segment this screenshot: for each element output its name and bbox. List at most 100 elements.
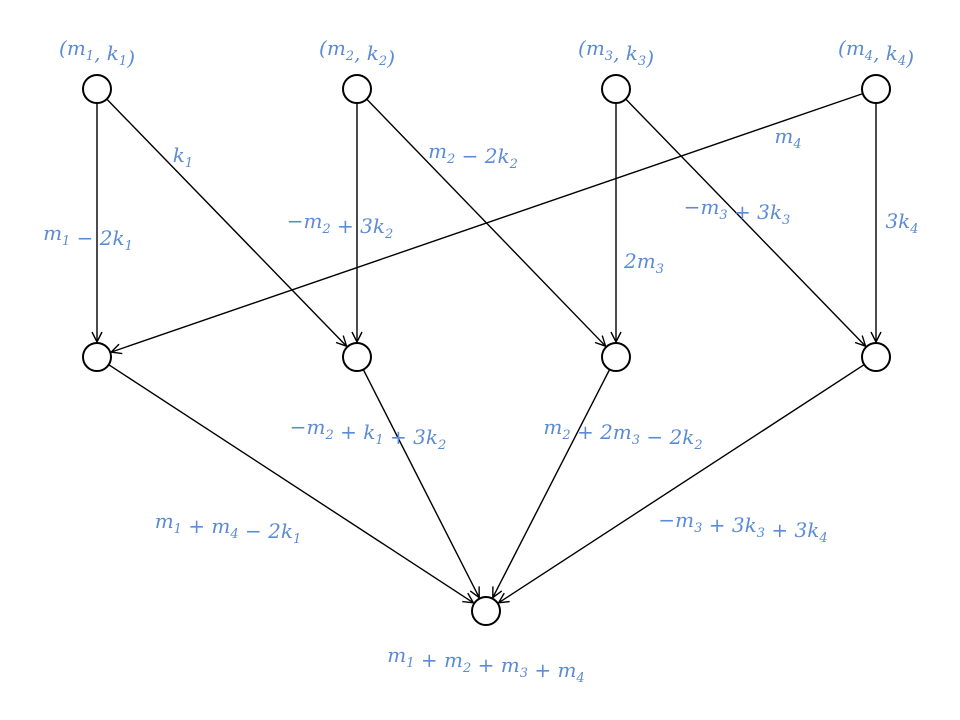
edge-label-s2-n3-term: − 2k <box>455 144 509 168</box>
edge-label-n3-t-term: + 2m <box>571 420 632 444</box>
edge-label-s3-n4-subscript: 3 <box>719 208 727 223</box>
source-label-subscript: 2 <box>378 54 387 69</box>
edge-label-n3-t: m2 + 2m3 − 2k2 <box>543 415 702 453</box>
edge-label-n2-t: −m2 + k1 + 3k2 <box>290 415 447 453</box>
source-label-subscript: 1 <box>86 49 94 64</box>
edge-label-n2-t-subscript: 2 <box>324 428 333 443</box>
sink-label-subscript: 4 <box>575 671 584 686</box>
edge-label-n1-t-subscript: 1 <box>174 522 182 537</box>
edge-label-s4-n1-subscript: 4 <box>792 137 801 152</box>
edge-label-s3-n3-subscript: 3 <box>656 262 664 277</box>
edge-label-s4-n4: 3k4 <box>885 209 918 237</box>
source-label-subscript: 4 <box>897 54 906 69</box>
edge-label-n1-t-term: + m <box>182 514 230 538</box>
edge-n3-t <box>493 369 611 598</box>
edge-label-n4-t-subscript: 3 <box>694 521 702 536</box>
sink-label-term: + m <box>528 658 576 682</box>
source-label-term: ( <box>838 36 847 60</box>
middle-node-n1 <box>82 342 112 372</box>
source-label-term: , k <box>354 41 379 65</box>
sink-label: m1 + m2 + m3 + m4 <box>387 643 584 686</box>
edge-label-n1-t-term: m <box>155 509 174 533</box>
edge-label-n2-t-term: + k <box>334 420 376 444</box>
middle-node-n4 <box>861 342 891 372</box>
edge-label-s1-n2-subscript: 1 <box>185 156 193 171</box>
edge-label-n4-t-term: + 3k <box>765 518 819 542</box>
edge-label-n4-t: −m3 + 3k3 + 3k4 <box>658 508 827 546</box>
sink-label-subscript: 1 <box>406 656 414 671</box>
sink-node-t <box>471 596 501 626</box>
source-label-subscript: 4 <box>864 49 873 64</box>
sink-label-term: + m <box>415 648 463 672</box>
edge-label-n3-t-term: m <box>543 415 562 439</box>
edge-label-s2-n2-subscript: 2 <box>321 222 330 237</box>
source-label-term: ( <box>578 36 587 60</box>
edge-label-n2-t-subscript: 1 <box>375 433 383 448</box>
edge-n4-t <box>499 364 865 603</box>
edge-label-s2-n2-term: −m <box>287 209 323 233</box>
source-node-s1 <box>82 74 112 104</box>
edge-label-s3-n3-term: 2m <box>623 249 656 273</box>
source-label-s2: (m2, k2) <box>319 36 395 70</box>
source-label-term: m <box>846 36 865 60</box>
edge-label-n1-t-subscript: 4 <box>229 527 238 542</box>
edge-label-n3-t-subscript: 3 <box>632 433 640 448</box>
edge-label-n1-t: m1 + m4 − 2k1 <box>155 509 302 547</box>
edge-label-n2-t-term: + 3k <box>384 425 438 449</box>
edge-n1-t <box>108 364 474 603</box>
edge-label-s2-n2: −m2 + 3k2 <box>287 209 394 242</box>
edge-label-s1-n1-term: − 2k <box>70 226 124 250</box>
edge-s3-n4 <box>625 98 866 346</box>
edge-label-s1-n1-subscript: 1 <box>125 239 133 254</box>
source-label-term: , k <box>613 41 638 65</box>
edge-label-s4-n1-term: m <box>774 124 793 148</box>
source-label-term: m <box>67 36 86 60</box>
edge-label-s2-n3-subscript: 2 <box>509 157 518 172</box>
edge-label-s2-n3: m2 − 2k2 <box>428 139 518 172</box>
edge-label-s1-n1: m1 − 2k1 <box>43 221 133 254</box>
source-label-term: , k <box>873 41 898 65</box>
source-label-term: m <box>586 36 605 60</box>
sink-label-term: + m <box>471 653 519 677</box>
source-label-term: ( <box>59 36 68 60</box>
edge-label-n3-t-term: − 2k <box>640 425 694 449</box>
source-label-term: ) <box>645 46 654 70</box>
source-label-term: m <box>327 36 346 60</box>
edge-s1-n2 <box>106 98 347 346</box>
edge-label-s1-n1-term: m <box>43 221 62 245</box>
edge-label-s3-n4-term: −m <box>684 195 720 219</box>
source-label-subscript: 3 <box>605 49 613 64</box>
edge-label-s2-n3-term: m <box>428 139 447 163</box>
sink-label-subscript: 2 <box>462 661 471 676</box>
source-label-term: ( <box>319 36 328 60</box>
edge-label-n1-t-subscript: 1 <box>293 532 301 547</box>
edge-label-s3-n4: −m3 + 3k3 <box>684 195 791 228</box>
edge-n2-t <box>362 369 479 598</box>
middle-node-n2 <box>342 342 372 372</box>
edge-label-s2-n2-term: + 3k <box>331 214 385 238</box>
edge-label-s4-n4-term: 3k <box>885 209 910 233</box>
node-layer <box>82 74 891 626</box>
middle-node-n3 <box>601 342 631 372</box>
edge-label-n4-t-subscript: 4 <box>818 531 827 546</box>
source-label-subscript: 2 <box>345 49 354 64</box>
sink-label-subscript: 3 <box>520 666 528 681</box>
source-node-s3 <box>601 74 631 104</box>
edge-s4-n1 <box>111 92 864 353</box>
source-label-s3: (m3, k3) <box>578 36 654 70</box>
edge-label-n4-t-term: + 3k <box>702 513 756 537</box>
sink-label-term: m <box>387 643 406 667</box>
source-label-term: ) <box>905 46 914 70</box>
edge-label-s4-n4-subscript: 4 <box>909 222 918 237</box>
source-label-s4: (m4, k4) <box>838 36 914 70</box>
source-label-subscript: 3 <box>638 54 646 69</box>
edge-label-n3-t-subscript: 2 <box>693 438 702 453</box>
source-label-subscript: 1 <box>119 54 127 69</box>
edge-label-s1-n2-term: k <box>173 143 185 167</box>
edge-label-n2-t-subscript: 2 <box>437 438 446 453</box>
source-node-s4 <box>861 74 891 104</box>
edge-label-n3-t-subscript: 2 <box>561 428 570 443</box>
source-label-term: , k <box>94 41 119 65</box>
